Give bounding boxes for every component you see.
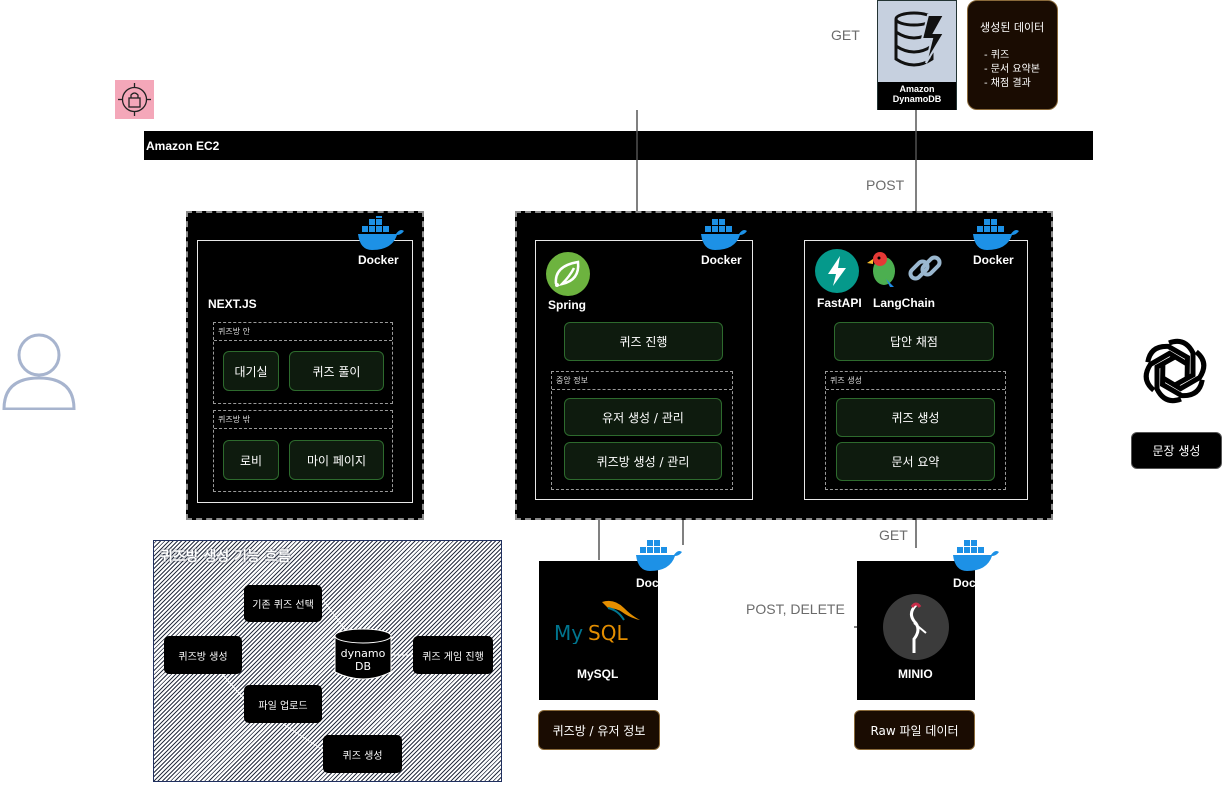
fastapi-icon: [815, 249, 859, 293]
post-delete-label: POST, DELETE: [746, 601, 845, 617]
nextjs-label: NEXT.JS: [208, 297, 257, 311]
minio-label: MINIO: [898, 667, 933, 681]
docker-icon: [973, 219, 1019, 250]
fastapi-label: FastAPI: [817, 296, 862, 310]
post-label: POST: [866, 177, 905, 193]
dynamodb-cylinder-line1: dynamo: [340, 647, 386, 660]
dynamodb-icon: [894, 11, 946, 67]
spring-box: [535, 240, 753, 500]
central-info-group: 중앙 정보: [551, 371, 733, 490]
existing-quiz-node: 기존 퀴즈 선택: [244, 585, 322, 622]
parrot-icon: [867, 252, 895, 287]
docker-icon: [701, 219, 747, 250]
docker-label: Docker: [636, 576, 658, 590]
docker-label-clipped: Docker: [636, 572, 658, 591]
get-label-top: GET: [831, 27, 860, 43]
quiz-generation-group: 퀴즈 생성: [825, 371, 1006, 490]
mysql-logo-icon: My SQL: [554, 600, 640, 644]
quiz-generation-title: 퀴즈 생성: [826, 372, 1005, 390]
room-out-group: 퀴즈방 밖: [213, 410, 393, 492]
svg-text:SQL: SQL: [588, 621, 628, 644]
minio-logo-icon: [883, 594, 949, 660]
security-icon: [115, 80, 154, 119]
doc-summary-button[interactable]: 문서 요약: [836, 442, 995, 481]
generated-data-title: 생성된 데이터: [980, 21, 1045, 34]
get-label-bottom: GET: [879, 527, 908, 543]
mysql-node: [539, 561, 658, 700]
docker-icon: [636, 540, 682, 571]
dynamodb-label: Amazon DynamoDB: [878, 82, 956, 110]
nextjs-box: [197, 240, 413, 503]
spring-label: Spring: [548, 298, 586, 312]
dynamodb-cylinder-label: dynamo DB: [334, 647, 392, 673]
docker-label-clipped: Docker: [953, 572, 975, 591]
central-info-title: 중앙 정보: [552, 372, 732, 390]
file-upload-node: 파일 업로드: [244, 685, 322, 723]
chain-link-icon: [908, 255, 942, 281]
room-in-group: 퀴즈방 안: [213, 322, 393, 404]
dynamodb-node: Amazon DynamoDB: [877, 0, 957, 110]
docker-label: Docker: [358, 253, 399, 267]
ec2-bar: Amazon EC2: [144, 131, 1093, 160]
dynamodb-label-line1: Amazon: [899, 84, 935, 94]
mysql-caption: 퀴즈방 / 유저 정보: [538, 710, 660, 750]
sentence-generation-label: 문장 생성: [1131, 432, 1222, 469]
game-progress-node: 퀴즈 게임 진행: [413, 636, 493, 674]
spring-icon: [546, 252, 590, 296]
ai-box: [804, 240, 1028, 500]
room-out-title: 퀴즈방 밖: [214, 411, 392, 429]
grading-button[interactable]: 답안 채점: [834, 322, 994, 361]
generated-item: - 퀴즈: [984, 50, 1010, 61]
docker-label: Docker: [973, 253, 1014, 267]
dynamodb-label-line2: DynamoDB: [892, 94, 942, 104]
generated-item: - 문서 요약본: [984, 64, 1040, 75]
user-icon: [2, 333, 76, 410]
openai-icon: [1143, 338, 1207, 404]
room-in-title: 퀴즈방 안: [214, 323, 392, 341]
generated-data-box: 생성된 데이터 - 퀴즈 - 문서 요약본 - 채점 결과: [967, 0, 1058, 110]
lobby-button[interactable]: 로비: [223, 440, 279, 480]
waiting-room-button[interactable]: 대기실: [223, 351, 279, 391]
docker-icon: [953, 540, 999, 571]
quiz-create-button[interactable]: 퀴즈 생성: [836, 398, 995, 437]
minio-caption: Raw 파일 데이터: [854, 710, 975, 750]
docker-icon: [358, 216, 404, 250]
quiz-create-node: 퀴즈 생성: [323, 735, 402, 773]
flow-title: 퀴즈방 생성 기능 흐름: [160, 549, 291, 565]
create-room-node: 퀴즈방 생성: [164, 636, 242, 674]
svg-text:My: My: [554, 621, 583, 644]
mypage-button[interactable]: 마이 페이지: [289, 440, 384, 480]
generated-item: - 채점 결과: [984, 78, 1031, 89]
quiz-progress-button[interactable]: 퀴즈 진행: [564, 322, 723, 361]
langchain-label: LangChain: [873, 296, 935, 310]
room-management-button[interactable]: 퀴즈방 생성 / 관리: [564, 442, 722, 480]
user-management-button[interactable]: 유저 생성 / 관리: [564, 398, 722, 436]
dynamodb-cylinder-icon: [334, 628, 392, 680]
docker-label: Docker: [701, 253, 742, 267]
dynamodb-cylinder-line2: DB: [354, 660, 372, 673]
mysql-label: MySQL: [577, 667, 619, 681]
quiz-solve-button[interactable]: 퀴즈 풀이: [289, 351, 384, 391]
docker-label: Docker: [953, 576, 975, 590]
